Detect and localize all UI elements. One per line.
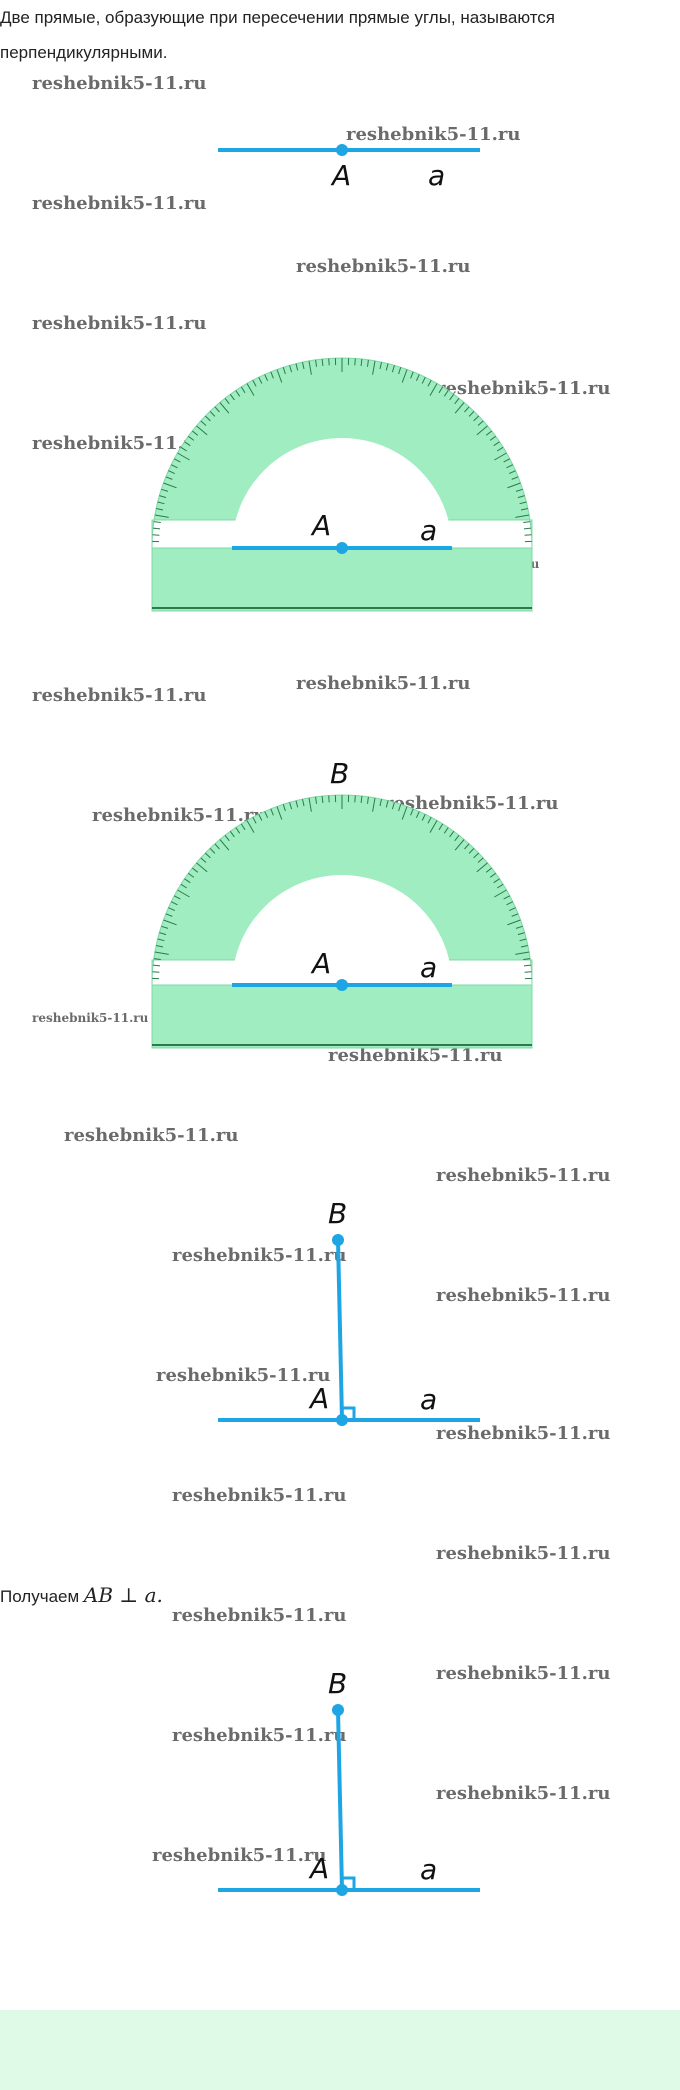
label-point-a: A (308, 1852, 329, 1885)
watermark: reshebnik5-11.ru (436, 1165, 611, 1186)
protractor (151, 357, 533, 612)
watermark: reshebnik5-11.ru (384, 793, 559, 814)
watermark: reshebnik5-11.ru (436, 1663, 611, 1684)
point-a-dot (336, 542, 348, 554)
watermark: reshebnik5-11.ru (328, 1045, 503, 1066)
intro-line-2: перпендикулярными. (0, 43, 168, 62)
watermark: reshebnik5-11.ru (296, 673, 471, 694)
segment-ab (336, 1239, 344, 1421)
label-point-a: A (308, 1382, 329, 1415)
watermark: reshebnik5-11.ru (296, 256, 471, 277)
label-point-a: A (310, 947, 331, 980)
label-line-a: a (420, 514, 437, 547)
watermark: reshebnik5-11.ru (436, 1285, 611, 1306)
result-line: Получаем AB ⊥ a. (0, 1580, 163, 1612)
watermark: reshebnik5-11.ru (436, 1783, 611, 1804)
watermark: reshebnik5-11.ru (172, 1485, 347, 1506)
watermark: reshebnik5-11.ru (152, 1845, 327, 1866)
point-a-dot (336, 979, 348, 991)
watermark: reshebnik5-11.ru (32, 73, 207, 94)
point-b-dot (332, 1234, 344, 1246)
watermark: reshebnik5-11.ru (172, 1245, 347, 1266)
watermark: reshebnik5-11.ru (32, 685, 207, 706)
label-point-b: B (330, 757, 349, 790)
watermark: reshebnik5-11.ru (32, 193, 207, 214)
point-a-dot (336, 144, 348, 156)
right-angle-mark (342, 1406, 356, 1420)
label-line-a: a (420, 1383, 437, 1416)
label-line-a: a (420, 951, 437, 984)
label-point-b: B (328, 1197, 347, 1230)
figure-line-a: A a (218, 144, 480, 192)
point-a-dot (336, 1414, 348, 1426)
point-a-dot (336, 1884, 348, 1896)
watermark: reshebnik5-11.ru (172, 1605, 347, 1626)
watermark: reshebnik5-11.ru (32, 433, 207, 454)
label-point-a: A (310, 509, 331, 542)
intro-line-1: Две прямые, образующие при пересечении п… (0, 8, 555, 27)
point-b-dot (332, 1704, 344, 1716)
watermark: reshebnik5-11.ru (32, 1011, 149, 1025)
label-line-a: a (428, 159, 445, 192)
watermark: reshebnik5-11.ru (436, 1543, 611, 1564)
watermark: reshebnik5-11.ru (92, 805, 267, 826)
figure-perpendicular: B A a (218, 1197, 480, 1426)
watermark: reshebnik5-11.ru (156, 1365, 331, 1386)
protractor (151, 794, 533, 1049)
figure-perpendicular-result: B A a (218, 1667, 480, 1896)
label-line-a: a (420, 1853, 437, 1886)
figure-protractor: A a (151, 357, 533, 612)
label-point-a: A (330, 159, 351, 192)
figure-protractor-with-b: B A a (151, 757, 533, 1049)
result-formula: AB ⊥ a. (83, 1583, 163, 1607)
label-point-b: B (328, 1667, 347, 1700)
watermark: reshebnik5-11.ru (346, 124, 521, 145)
segment-ab (336, 1709, 344, 1891)
right-angle-mark (342, 1876, 356, 1890)
watermark: reshebnik5-11.ru (436, 378, 611, 399)
watermark: reshebnik5-11.ru (64, 1125, 239, 1146)
watermark: reshebnik5-11.ru (172, 1725, 347, 1746)
watermark: reshebnik5-11.ru (436, 1423, 611, 1444)
watermark: reshebnik5-11.ru (32, 313, 207, 334)
result-prefix: Получаем (0, 1587, 80, 1606)
footer-band (0, 2010, 680, 2090)
